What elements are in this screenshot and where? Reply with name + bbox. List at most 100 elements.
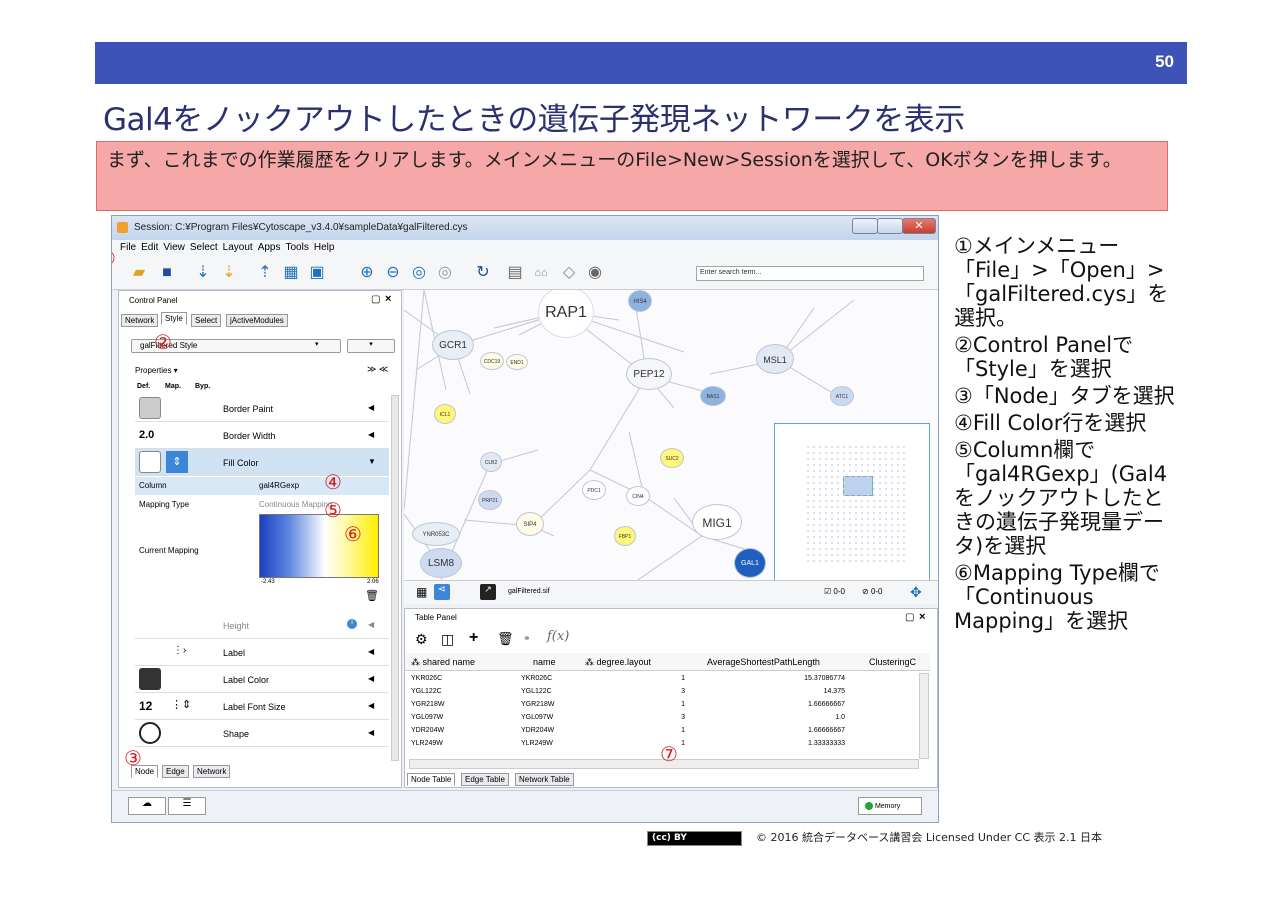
node-rap1[interactable]: RAP1 xyxy=(538,290,594,338)
node-ynr053c[interactable]: YNR053C xyxy=(412,522,460,546)
tab-edge-table[interactable]: Edge Table xyxy=(461,773,509,786)
node-bas1[interactable]: BAS1 xyxy=(700,386,726,406)
cell-avg-path[interactable]: 1.0 xyxy=(835,714,845,721)
row-height[interactable]: Height i ◀ xyxy=(135,612,389,639)
node-clb2[interactable]: CLB2 xyxy=(480,452,502,472)
refresh-icon[interactable]: ↻ xyxy=(476,264,490,281)
grid-icon[interactable]: ▦ xyxy=(416,585,428,599)
discrete-mapping-icon[interactable]: ⋮› xyxy=(173,645,187,656)
col-shared-name[interactable]: ⁂ shared name xyxy=(411,657,476,667)
tab-node-table[interactable]: Node Table xyxy=(407,773,456,786)
expand-icon[interactable]: ↗ xyxy=(480,584,496,600)
import-network-icon[interactable]: ⇣ xyxy=(196,264,210,281)
share-icon[interactable]: ⋖ xyxy=(434,584,450,600)
node-pdc1[interactable]: PDC1 xyxy=(582,480,606,500)
zoom-fit-icon[interactable]: ◎ xyxy=(412,264,426,281)
minimize-button[interactable] xyxy=(852,218,878,234)
cell-degree[interactable]: 3 xyxy=(681,688,685,695)
menu-view[interactable]: View xyxy=(163,242,185,253)
close-panel-icon[interactable]: × xyxy=(919,611,926,623)
gradient-editor[interactable] xyxy=(259,514,379,578)
tab-edge[interactable]: Edge xyxy=(162,765,189,778)
node-icl1[interactable]: ICL1 xyxy=(434,404,456,424)
eye-icon[interactable]: ◉ xyxy=(588,264,602,281)
cell-name[interactable]: YGR218W xyxy=(521,701,555,708)
cell-avg-path[interactable]: 14.375 xyxy=(823,688,845,695)
network-canvas[interactable]: RAP1 GCR1 PEP12 MSL1 MIG1 LSM8 GAL1 HIS4… xyxy=(404,290,938,602)
info-icon[interactable]: i xyxy=(347,619,357,629)
tab-network[interactable]: Network xyxy=(121,314,159,327)
tab-style[interactable]: Style xyxy=(161,312,187,325)
font-size-value[interactable]: 12 xyxy=(139,699,153,713)
mapping-type-value[interactable]: Continuous Mapping xyxy=(259,500,333,509)
menu-select[interactable]: Select xyxy=(189,242,218,253)
arrow-left-icon[interactable]: ◀ xyxy=(368,728,375,737)
row-label-prop[interactable]: ⋮› Label ◀ xyxy=(135,639,389,666)
import-table-icon[interactable]: ⇣ xyxy=(222,264,236,281)
cell-name[interactable]: YGL122C xyxy=(521,688,552,695)
delete-icon[interactable]: 🗑 xyxy=(497,631,514,646)
menu-tools[interactable]: Tools xyxy=(285,242,309,253)
cell-name[interactable]: YKR026C xyxy=(521,675,553,682)
zoom-out-icon[interactable]: ⊖ xyxy=(386,264,400,281)
close-panel-icon[interactable]: × xyxy=(385,293,392,305)
cell-shared-name[interactable]: YGR218W xyxy=(411,701,445,708)
cell-shared-name[interactable]: YGL122C xyxy=(411,688,442,695)
node-sip4[interactable]: SIP4 xyxy=(516,512,544,536)
node-prp21[interactable]: PRP21 xyxy=(478,490,502,510)
new-network-icon[interactable]: ▤ xyxy=(507,264,523,281)
row-border-width[interactable]: 2.0 Border Width ◀ xyxy=(135,422,389,449)
tab-network-table[interactable]: Network Table xyxy=(515,773,574,786)
col-degree-layout[interactable]: ⁂ degree.layout xyxy=(585,657,652,667)
cell-degree[interactable]: 1 xyxy=(681,701,685,708)
navigate-icon[interactable]: ✥ xyxy=(910,584,922,600)
node-msl1[interactable]: MSL1 xyxy=(756,344,794,374)
cell-degree[interactable]: 1 xyxy=(681,740,685,747)
properties-scrollbar[interactable] xyxy=(391,395,399,761)
node-fbp1[interactable]: FBP1 xyxy=(614,526,636,546)
network-overview-map[interactable] xyxy=(774,423,930,581)
node-pep12[interactable]: PEP12 xyxy=(626,358,672,390)
row-border-paint[interactable]: Border Paint ◀ xyxy=(135,395,389,422)
mapping-column-value[interactable]: gal4RGexp xyxy=(259,481,300,490)
cell-shared-name[interactable]: YLR249W xyxy=(411,740,443,747)
node-end1[interactable]: END1 xyxy=(506,354,528,370)
mapping-type-row[interactable]: Mapping Type Continuous Mapping xyxy=(135,496,389,514)
node-cdc19[interactable]: CDC19 xyxy=(480,352,504,370)
menu-layout[interactable]: Layout xyxy=(222,242,253,253)
mapping-column-row[interactable]: Column gal4RGexp xyxy=(135,477,389,495)
cloud-icon[interactable]: ☁ xyxy=(128,797,166,815)
zoom-selected-icon[interactable]: ◎ xyxy=(438,264,452,281)
style-options-button[interactable]: ▾ xyxy=(347,339,395,353)
close-button[interactable]: ✕ xyxy=(902,218,936,234)
border-paint-swatch[interactable] xyxy=(139,397,161,419)
arrow-left-icon[interactable]: ◀ xyxy=(368,701,375,710)
node-suc2[interactable]: SUC2 xyxy=(660,448,684,468)
cell-degree[interactable]: 1 xyxy=(681,727,685,734)
menu-help[interactable]: Help xyxy=(313,242,335,253)
add-icon[interactable]: + xyxy=(469,629,479,646)
memory-button[interactable]: Memory xyxy=(858,797,922,815)
home-icon[interactable]: ⌂⌂ xyxy=(534,267,548,279)
node-his4[interactable]: HIS4 xyxy=(628,290,652,312)
maximize-button[interactable] xyxy=(877,218,903,234)
table-hscroll[interactable] xyxy=(409,759,919,769)
continuous-mapping-icon[interactable]: ⋮⇕ xyxy=(171,699,192,711)
menu-apps[interactable]: Apps xyxy=(257,242,281,253)
tab-select[interactable]: Select xyxy=(191,314,222,327)
arrow-left-icon[interactable]: ◀ xyxy=(368,403,375,412)
border-width-value[interactable]: 2.0 xyxy=(139,429,155,441)
float-icon[interactable]: ▢ xyxy=(905,612,915,623)
node-gcr1[interactable]: GCR1 xyxy=(432,330,474,360)
arrow-left-icon[interactable]: ◀ xyxy=(368,430,375,439)
tab-jactivemodules[interactable]: jActiveModules xyxy=(226,314,288,327)
cell-degree[interactable]: 1 xyxy=(681,675,685,682)
function-icon[interactable]: f(x) xyxy=(547,629,570,644)
columns-icon[interactable]: ◫ xyxy=(441,631,455,647)
style-select[interactable]: galFiltered Style xyxy=(131,339,341,353)
cell-name[interactable]: YGL097W xyxy=(521,714,554,721)
fill-color-swatch[interactable] xyxy=(139,451,161,473)
hide-icon[interactable]: ◇ xyxy=(562,264,576,281)
menu-file[interactable]: File xyxy=(120,242,137,253)
export-table-icon[interactable]: ▦ xyxy=(283,264,299,281)
